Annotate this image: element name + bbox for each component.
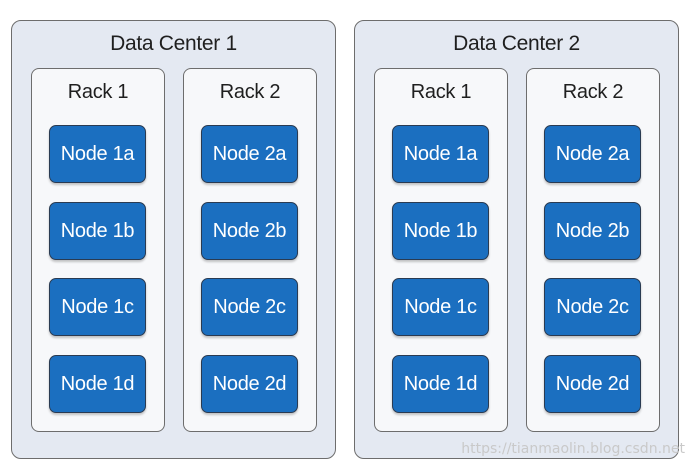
node-box: Node 2a <box>544 125 641 183</box>
node-box: Node 2c <box>544 278 641 336</box>
data-center-title: Data Center 1 <box>110 32 237 55</box>
rack: Rack 1 Node 1a Node 1b Node 1c Node 1d <box>374 68 508 432</box>
node-box: Node 1d <box>392 355 489 413</box>
rack: Rack 2 Node 2a Node 2b Node 2c Node 2d <box>526 68 660 432</box>
node-box: Node 2b <box>544 202 641 260</box>
node-box: Node 1a <box>392 125 489 183</box>
rack-title: Rack 2 <box>562 81 624 103</box>
node-box: Node 1a <box>49 125 146 183</box>
node-box: Node 1c <box>49 278 146 336</box>
rack: Rack 1 Node 1a Node 1b Node 1c Node 1d <box>31 68 165 432</box>
rack-title: Rack 1 <box>67 81 129 103</box>
node-box: Node 2b <box>201 202 298 260</box>
node-box: Node 1b <box>392 202 489 260</box>
rack: Rack 2 Node 2a Node 2b Node 2c Node 2d <box>183 68 317 432</box>
data-center-2: Data Center 2 Rack 1 Node 1a Node 1b Nod… <box>354 20 679 459</box>
node-box: Node 2d <box>544 355 641 413</box>
rack-title: Rack 1 <box>410 81 472 103</box>
data-center-1: Data Center 1 Rack 1 Node 1a Node 1b Nod… <box>11 20 336 459</box>
node-box: Node 2c <box>201 278 298 336</box>
node-box: Node 2d <box>201 355 298 413</box>
rack-title: Rack 2 <box>219 81 281 103</box>
data-center-title: Data Center 2 <box>453 32 580 55</box>
node-box: Node 2a <box>201 125 298 183</box>
node-box: Node 1b <box>49 202 146 260</box>
watermark: https://tianmaolin.blog.csdn.net <box>461 441 685 457</box>
node-box: Node 1c <box>392 278 489 336</box>
node-box: Node 1d <box>49 355 146 413</box>
